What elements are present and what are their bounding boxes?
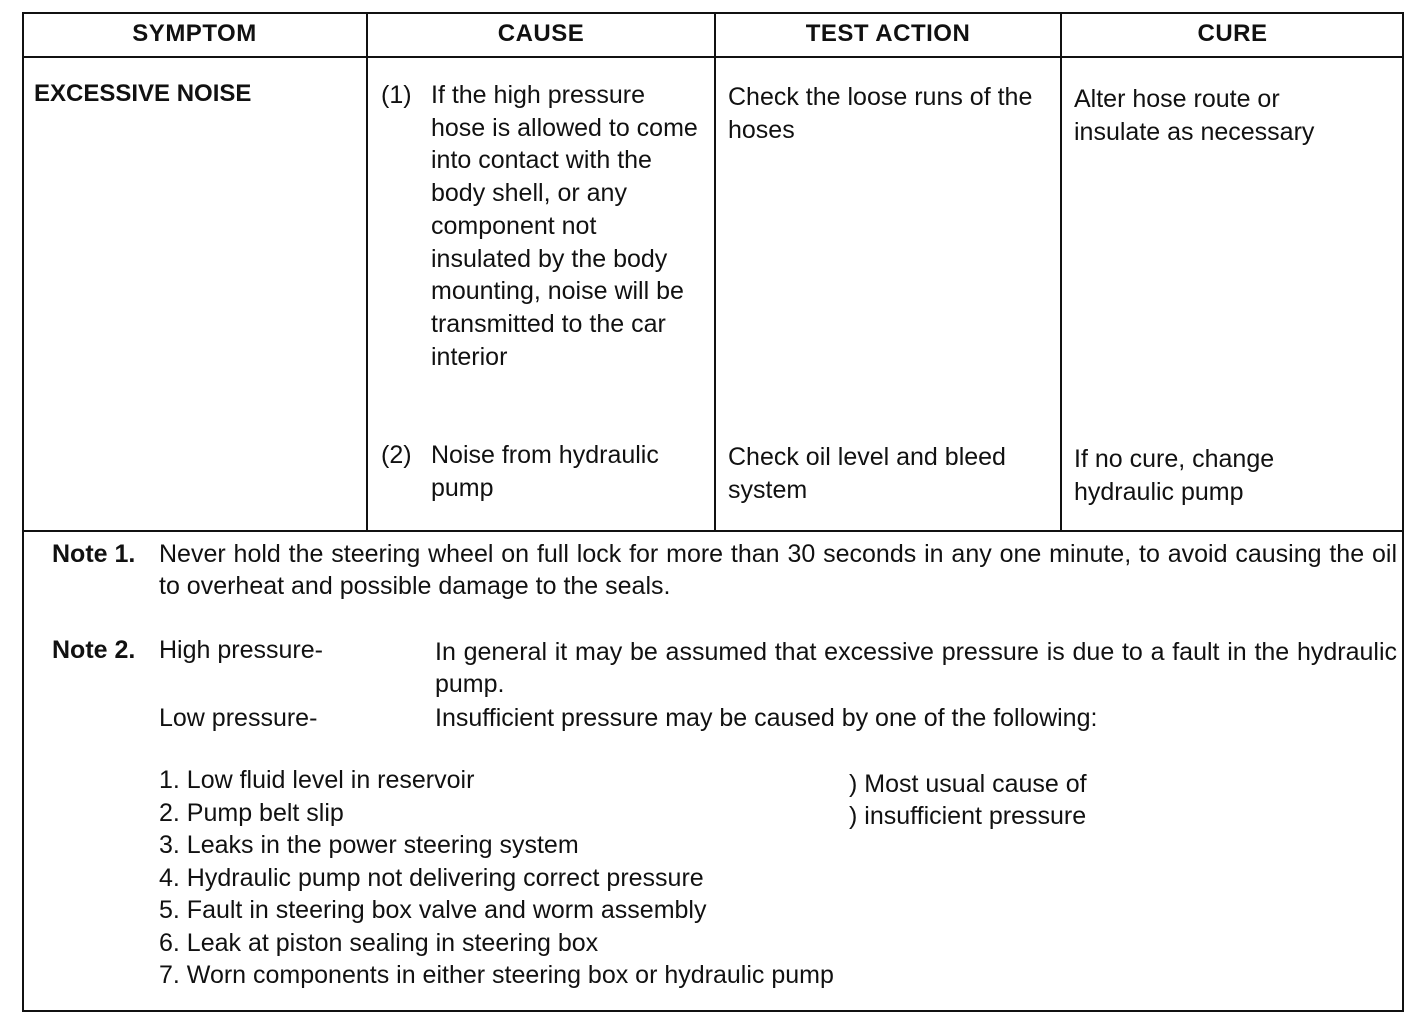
- high-pressure-text: In general it may be assumed that excess…: [435, 638, 1397, 698]
- cause-2-number: (2): [381, 441, 412, 469]
- cause-1-text: If the high pressure hose is allowed to …: [431, 81, 698, 371]
- table-frame: [22, 12, 1404, 1012]
- header-symptom: SYMPTOM: [22, 12, 367, 58]
- list-item: 2. Pump belt slip: [159, 798, 344, 827]
- list-item: 4. Hydraulic pump not delivering correct…: [159, 863, 704, 892]
- list-item: 1. Low fluid level in reservoir: [159, 766, 475, 794]
- row-divider: [22, 530, 1404, 532]
- cure-2: If no cure, change hydraulic pump: [1074, 445, 1275, 506]
- column-divider: [714, 12, 716, 532]
- test-action-1: Check the loose runs of the hoses: [728, 83, 1033, 144]
- note-2-label: Note 2.: [52, 636, 136, 664]
- cure-1: Alter hose route or insulate as necessar…: [1074, 85, 1315, 146]
- cause-2-text: Noise from hydraulic pump: [431, 441, 659, 502]
- low-pressure-label: Low pressure-: [159, 704, 318, 732]
- high-pressure-label: High pressure-: [159, 636, 323, 664]
- column-divider: [1060, 12, 1062, 532]
- low-pressure-text: Insufficient pressure may be caused by o…: [435, 704, 1098, 732]
- test-action-2: Check oil level and bleed system: [728, 443, 1006, 504]
- list-item: 7. Worn components in either steering bo…: [159, 961, 834, 989]
- header-cure: CURE: [1061, 12, 1404, 58]
- note-1-text: Never hold the steering wheel on full lo…: [159, 540, 1397, 600]
- insufficient-pressure-causes-list: 1. Low fluid level in reservoir 2. Pump …: [159, 764, 834, 992]
- symptom-excessive-noise: EXCESSIVE NOISE: [34, 80, 252, 107]
- cause-1-number: (1): [381, 81, 412, 109]
- list-item: 5. Fault in steering box valve and worm …: [159, 896, 707, 924]
- header-test-action: TEST ACTION: [715, 12, 1061, 58]
- list-item: 3. Leaks in the power steering system: [159, 831, 579, 859]
- bracket-note-line-1: ) Most usual cause of: [849, 770, 1087, 798]
- column-divider: [366, 12, 368, 532]
- note-1-label: Note 1.: [52, 540, 136, 568]
- list-item: 6. Leak at piston sealing in steering bo…: [159, 928, 599, 957]
- bracket-note-line-2: ) insufficient pressure: [849, 802, 1087, 830]
- header-cause: CAUSE: [367, 12, 715, 58]
